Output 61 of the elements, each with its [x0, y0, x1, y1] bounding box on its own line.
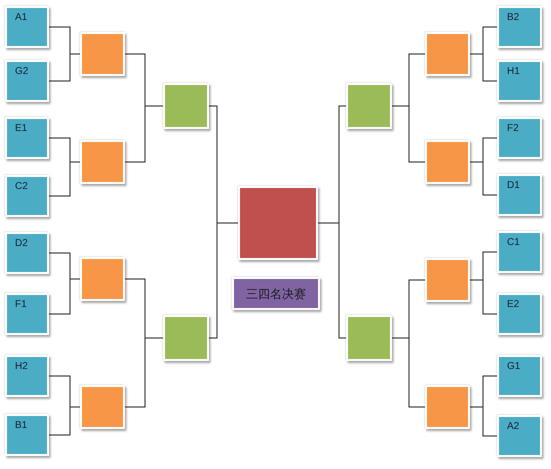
team-slot: [497, 415, 542, 457]
bracket-line: [392, 106, 426, 162]
quarterfinal-slot: [80, 140, 125, 184]
team-slot: [497, 174, 542, 216]
quarterfinal-slot: [80, 385, 125, 429]
bracket-line: [48, 54, 80, 82]
team-label: B1: [15, 420, 28, 432]
team-slot: [5, 60, 49, 102]
team-slot: [497, 231, 542, 273]
team-label: D2: [15, 238, 28, 250]
team-label: G1: [507, 361, 520, 373]
team-label: C2: [15, 181, 28, 193]
bracket-line: [470, 162, 498, 196]
quarterfinal-slot: [80, 32, 125, 76]
team-label: F1: [15, 299, 27, 311]
team-slot: [5, 232, 49, 274]
bracket-line: [48, 162, 80, 196]
team-label: H1: [507, 66, 520, 78]
team-label: E1: [15, 123, 28, 135]
quarterfinal-slot: [425, 258, 470, 302]
team-label: B2: [507, 12, 520, 24]
team-label: F2: [507, 123, 519, 135]
bracket-line: [318, 222, 346, 338]
team-slot: [497, 117, 542, 159]
team-slot: [497, 293, 542, 335]
semifinal-slot: [346, 315, 392, 361]
team-label: A2: [507, 421, 520, 433]
quarterfinal-slot: [425, 385, 470, 429]
team-label: E2: [507, 299, 520, 311]
team-slot: [5, 6, 49, 48]
team-label: H2: [15, 361, 28, 373]
team-slot: [5, 293, 49, 335]
match-label: 三四名决赛: [245, 286, 307, 300]
bracket-line: [48, 278, 80, 314]
team-label: D1: [507, 180, 520, 192]
quarterfinal-slot: [425, 32, 470, 76]
team-slot: [5, 175, 49, 217]
final-slot: [238, 186, 318, 260]
bracket-line: [124, 106, 164, 162]
semifinal-slot: [163, 83, 209, 129]
team-slot: [497, 60, 542, 102]
team-slot: [5, 414, 49, 456]
bracket-line: [470, 280, 498, 314]
bracket-line: [392, 338, 426, 408]
bracket-line: [470, 406, 498, 436]
semifinal-slot: [163, 315, 209, 361]
team-slot: [497, 6, 542, 48]
bracket-line: [470, 54, 498, 82]
bracket-line: [48, 406, 80, 436]
bracket-line: [208, 222, 238, 338]
team-label: G2: [15, 66, 28, 78]
team-slot: [5, 355, 49, 397]
team-label: A1: [15, 12, 28, 24]
quarterfinal-slot: [80, 257, 125, 301]
third-place-match-box: [232, 277, 320, 310]
semifinal-slot: [346, 83, 392, 129]
bracket-line: [124, 338, 164, 408]
team-slot: [5, 117, 49, 159]
team-slot: [497, 355, 542, 397]
quarterfinal-slot: [425, 140, 470, 184]
team-label: C1: [507, 237, 520, 249]
